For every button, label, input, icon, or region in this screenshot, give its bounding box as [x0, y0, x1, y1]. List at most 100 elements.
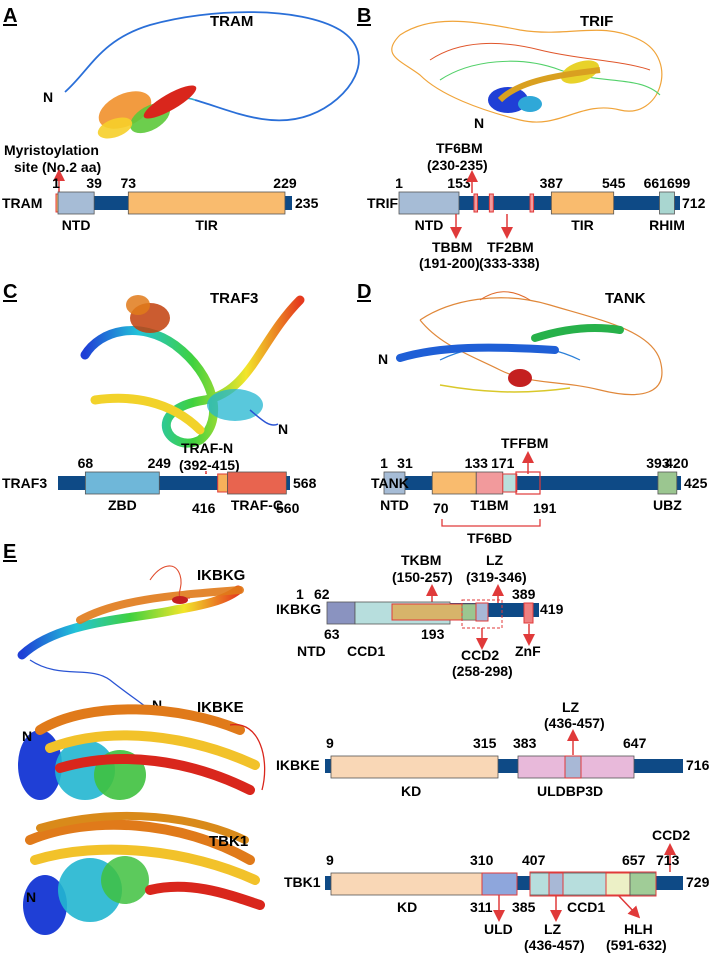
tank-t1bm-label: T1BM [470, 497, 508, 513]
tbk1-uld-domain [481, 872, 518, 896]
ikbke-lz-region [564, 755, 582, 779]
ikbkg-tkbm-name: TKBM [401, 552, 441, 568]
tbk1-hlh-arrow [617, 894, 641, 919]
traf3-trafc-label: TRAF-C [231, 497, 283, 513]
tbk1-tick-385: 385 [512, 899, 536, 915]
traf3-tick-68: 68 [78, 455, 94, 471]
tram-myristoylation-line1: Myristoylation [4, 142, 99, 158]
tbk1-tick-657: 657 [622, 852, 646, 868]
ikbke-structure [18, 704, 266, 800]
tbk1-domain-track [325, 871, 683, 897]
tank-tffbm-name: TFFBM [501, 435, 548, 451]
tbk1-structure [23, 811, 265, 935]
ikbke-lz-range: (436-457) [544, 715, 605, 731]
trif-tick-661699: 661699 [644, 175, 691, 191]
panel-letters: A B C D E [3, 5, 371, 563]
panel-e-ikbke: IKBKE N LZ (436-457) 9 315 383 647 IKBKE… [18, 699, 709, 800]
tbk1-hlh-name: HLH [624, 921, 653, 937]
tram-protein-label: TRAM [2, 195, 42, 211]
tank-tf6bd-bracket [441, 519, 541, 527]
trif-tf2bm-domain [529, 193, 535, 213]
trif-tf6bm-range: (230-235) [427, 157, 488, 173]
ikbkg-tick-389: 389 [512, 586, 536, 602]
tank-ubz-label: UBZ [653, 497, 682, 513]
ikbke-tick-647: 647 [623, 735, 647, 751]
panel-letter-d: D [357, 281, 371, 303]
trif-ntd-label: NTD [415, 217, 444, 233]
ikbkg-structure [17, 565, 244, 711]
tram-ntd-domain [57, 191, 95, 215]
ikbkg-lz-name: LZ [486, 552, 504, 568]
traf3-trafc-domain [227, 471, 287, 495]
tbk1-ccd2-name: CCD2 [652, 827, 690, 843]
panel-a: TRAM N Myristoylation site (No.2 aa) NTD… [2, 11, 360, 233]
tank-t1bm-domain [475, 471, 504, 495]
traf3-tick-560: 560 [276, 500, 300, 516]
trif-tf6bm-domain [488, 193, 494, 213]
tank-tick-1: 1 [380, 455, 388, 471]
ikbkg-ccd2-name: CCD2 [461, 647, 499, 663]
tank-tick-420: 420 [665, 455, 689, 471]
ikbkg-znf-domain [523, 602, 534, 624]
trif-tbbm-domain [473, 193, 479, 213]
trif-tf6bm-name: TF6BM [436, 140, 483, 156]
tbk1-lz-range: (436-457) [524, 937, 585, 953]
tram-tick-39: 39 [86, 175, 102, 191]
ikbkg-ccd2-range: (258-298) [452, 663, 513, 679]
panel-e-ikbkg: IKBKG N TKBM (150-257) LZ (319-346) 1 62… [17, 552, 564, 713]
trif-length-label: 712 [682, 195, 706, 211]
tank-tick-133: 133 [465, 455, 489, 471]
panel-letter-b: B [357, 5, 371, 27]
tank-tick-70: 70 [433, 500, 449, 516]
trif-tf2bm-name: TF2BM [487, 239, 534, 255]
trif-tir-label: TIR [571, 217, 594, 233]
ikbke-kd-domain [330, 755, 499, 779]
ikbkg-lz-range: (319-346) [466, 569, 527, 585]
tram-tick-229: 229 [273, 175, 297, 191]
trif-tir-domain [550, 191, 615, 215]
ikbke-tick-315: 315 [473, 735, 497, 751]
traf3-trafn-name: TRAF-N [181, 440, 233, 456]
ikbke-structure-label: IKBKE [197, 699, 244, 716]
tram-structure-label: TRAM [210, 13, 253, 30]
tank-tick-31: 31 [397, 455, 413, 471]
ikbke-uldbp3d-label: ULDBP3D [537, 783, 603, 799]
trif-tbbm-range: (191-200) [419, 255, 480, 271]
traf3-length-label: 568 [293, 475, 317, 491]
tram-tir-domain [127, 191, 286, 215]
ikbkg-ntd-domain [326, 601, 356, 625]
trif-n-terminus-label: N [474, 115, 484, 131]
tram-n-terminus-label: N [43, 89, 53, 105]
tbk1-lz-region [548, 872, 564, 896]
ikbkg-ntd-label: NTD [297, 643, 326, 659]
ikbkg-tick-62: 62 [314, 586, 330, 602]
tram-structure [64, 11, 360, 139]
tram-tir-label: TIR [195, 217, 218, 233]
panel-letter-e: E [3, 541, 16, 563]
tank-protein-label: TANK [371, 475, 409, 491]
tram-length-label: 235 [295, 195, 319, 211]
trif-tick-545: 545 [602, 175, 626, 191]
tbk1-ccd-outline [529, 871, 657, 897]
traf3-tick-416: 416 [192, 500, 216, 516]
tbk1-n-terminus-label: N [26, 889, 36, 905]
tank-tick-191: 191 [533, 500, 557, 516]
traf3-zbd-label: ZBD [108, 497, 137, 513]
tbk1-length-label: 729 [686, 874, 709, 890]
ikbke-tick-383: 383 [513, 735, 537, 751]
traf3-structure [80, 295, 305, 448]
ikbkg-length-label: 419 [540, 601, 564, 617]
ikbkg-protein-label: IKBKG [276, 601, 321, 617]
tank-length-label: 425 [684, 475, 708, 491]
tbk1-structure-label: TBK1 [209, 833, 248, 850]
trif-structure-label: TRIF [580, 13, 613, 30]
ikbke-n-terminus-label: N [22, 728, 32, 744]
tbk1-kd-domain [330, 872, 483, 896]
trif-ntd-domain [398, 191, 460, 215]
tram-myristoylation-line2: site (No.2 aa) [14, 159, 101, 175]
trif-protein-label: TRIF [367, 195, 399, 211]
